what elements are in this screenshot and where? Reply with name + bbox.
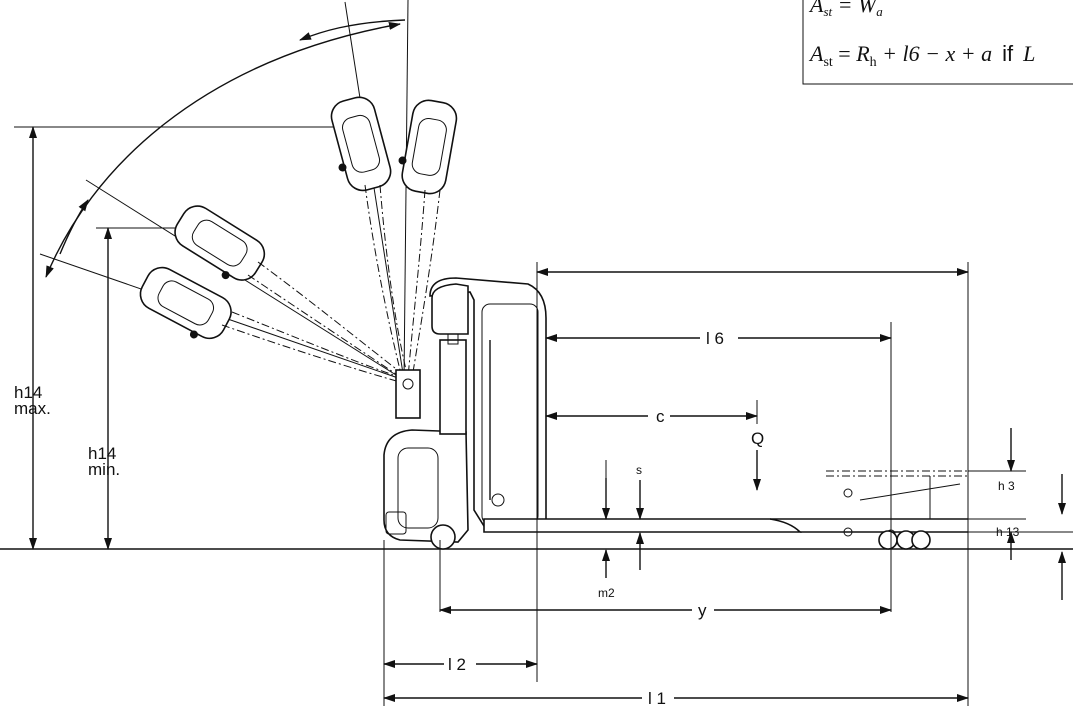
h14-min-label-1: h14 bbox=[88, 444, 116, 463]
tiller-handle-tilted-2 bbox=[139, 266, 232, 340]
tiller-arm-4a bbox=[221, 324, 401, 383]
tiller-axis-line-2 bbox=[403, 0, 409, 381]
tiller-arm-1a bbox=[364, 184, 403, 379]
l2-label: l 2 bbox=[448, 655, 466, 674]
load-q-label: Q bbox=[751, 429, 764, 448]
l6-label: l 6 bbox=[706, 329, 724, 348]
tiller-arm-3b bbox=[257, 261, 405, 376]
tiller-arm-1b bbox=[379, 184, 409, 379]
tiller-arm-4b bbox=[231, 311, 403, 379]
h14-max-label-2: max. bbox=[14, 399, 51, 418]
tiller-handle-upright-1 bbox=[330, 96, 392, 192]
m2-label: m2 bbox=[598, 586, 615, 600]
tiller-swing-arc bbox=[45, 22, 401, 278]
tiller-axis-line-1 bbox=[344, 1, 405, 381]
c-label: c bbox=[656, 407, 665, 426]
tiller-handle-upright-2 bbox=[398, 99, 458, 195]
tiller-pivot-bracket bbox=[395, 369, 421, 419]
tiller-pivot bbox=[402, 378, 414, 390]
tiller-arm-3a bbox=[247, 274, 403, 379]
truck-body bbox=[383, 277, 547, 550]
fork-assembly bbox=[483, 470, 968, 550]
tiller-arm-2a bbox=[407, 189, 426, 379]
y-label: y bbox=[698, 601, 707, 620]
l1-label: l 1 bbox=[648, 689, 666, 708]
s-label: s bbox=[636, 463, 642, 477]
h3-label: h 3 bbox=[998, 479, 1015, 493]
drive-wheel bbox=[430, 524, 456, 550]
h14-max-label-1: h14 bbox=[14, 383, 42, 402]
tiller-arm-2b bbox=[411, 189, 441, 379]
tiller-arc-arrow-top bbox=[299, 19, 406, 41]
tiller-arc-arrow-left bbox=[59, 199, 89, 255]
h14-min-label-2: min. bbox=[88, 460, 120, 479]
formula-line-1: Ast = Wa bbox=[808, 0, 883, 19]
load-wheel-3 bbox=[911, 530, 931, 550]
h13-label: h 13 bbox=[996, 525, 1020, 539]
tiller-handle-tilted-1 bbox=[174, 205, 266, 281]
load-wheel-1 bbox=[878, 530, 898, 550]
